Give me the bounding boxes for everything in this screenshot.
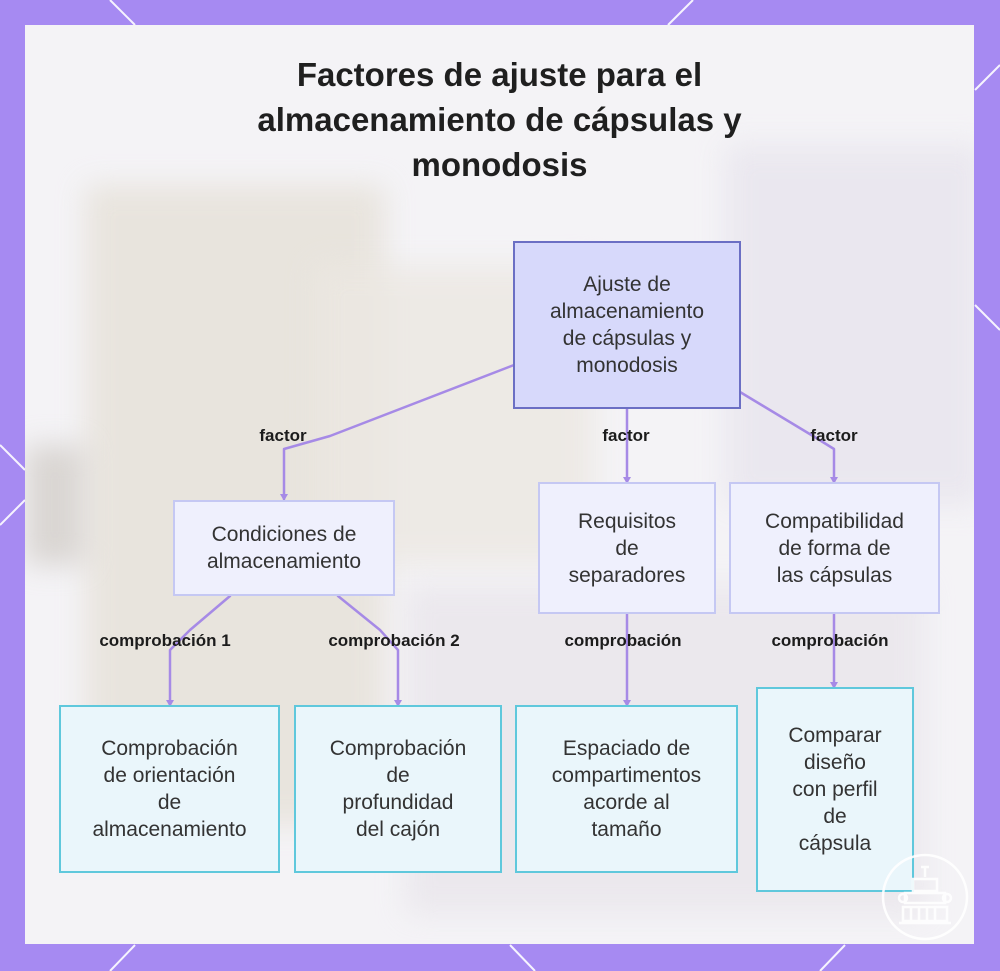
edge-label-factor-3: factor xyxy=(810,426,858,445)
edge-label-comprobacion-1: comprobación 1 xyxy=(99,631,231,650)
edge-condiciones-profundidad xyxy=(336,594,400,707)
edge-label-factor-2: factor xyxy=(602,426,650,445)
node-espaciado-label: Espaciado de compartimentos acorde al ta… xyxy=(551,737,702,841)
node-condiciones-label: Condiciones de almacenamiento xyxy=(206,523,362,573)
pharmacy-building-icon xyxy=(881,853,969,941)
edge-condiciones-orientacion xyxy=(168,594,232,707)
edge-label-comprobacion-2: comprobación 2 xyxy=(328,631,460,650)
node-profundidad: Comprobación de profundidad del cajón xyxy=(294,705,502,873)
node-condiciones: Condiciones de almacenamiento xyxy=(173,500,395,596)
node-root: Ajuste de almacenamiento de cápsulas y m… xyxy=(513,241,741,409)
edge-label-factor-1: factor xyxy=(259,426,307,445)
node-orientacion-label: Comprobación de orientación de almacenam… xyxy=(92,737,247,841)
node-espaciado: Espaciado de compartimentos acorde al ta… xyxy=(515,705,738,873)
node-requisitos: Requisitos de separadores xyxy=(538,482,716,614)
node-root-label: Ajuste de almacenamiento de cápsulas y m… xyxy=(549,273,705,377)
edge-label-comprobacion-4: comprobación xyxy=(771,631,889,650)
node-profundidad-label: Comprobación de profundidad del cajón xyxy=(329,737,467,841)
node-compatibilidad-label: Compatibilidad de forma de las cápsulas xyxy=(765,509,904,587)
node-orientacion: Comprobación de orientación de almacenam… xyxy=(59,705,280,873)
node-requisitos-label: Requisitos de separadores xyxy=(568,509,686,587)
background-shape xyxy=(725,145,974,505)
node-comparar: Comparar diseño con perfil de cápsula xyxy=(756,687,914,892)
node-compatibilidad: Compatibilidad de forma de las cápsulas xyxy=(729,482,940,614)
diagram-title: Factores de ajuste para el almacenamient… xyxy=(257,56,742,183)
background-shape xyxy=(25,445,85,565)
edge-root-condiciones xyxy=(282,363,516,501)
node-comparar-label: Comparar diseño con perfil de cápsula xyxy=(788,724,882,855)
edge-root-compatibilidad xyxy=(738,390,836,484)
edge-label-comprobacion-3: comprobación xyxy=(564,631,682,650)
